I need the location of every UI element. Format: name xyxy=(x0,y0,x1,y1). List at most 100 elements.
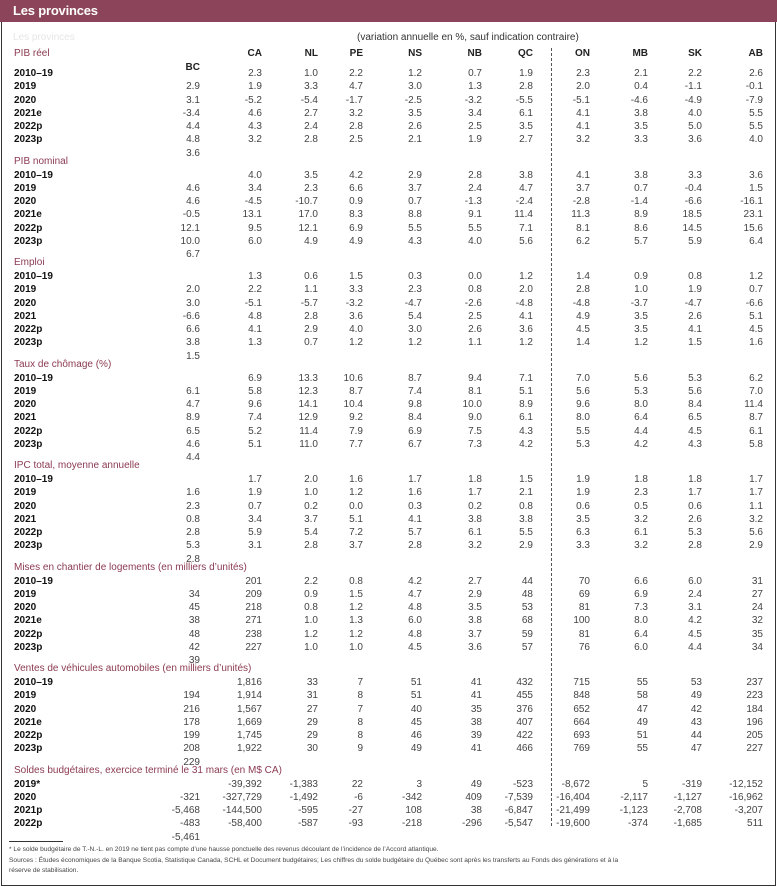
cell-ab: 5.8 xyxy=(749,438,763,450)
cell-qc: 455 xyxy=(516,690,533,702)
cell-on: 69 xyxy=(578,588,590,600)
cell-bc: 194 xyxy=(183,690,200,702)
cell-nl: 29 xyxy=(306,730,318,741)
cell-sk: 3.1 xyxy=(688,602,702,613)
cell-nb: 2.5 xyxy=(468,310,482,322)
cell-sk: 4.5 xyxy=(688,628,702,640)
cell-ab: -16,962 xyxy=(729,791,763,803)
cell-ab: 223 xyxy=(746,690,763,702)
cell-nl: 2.3 xyxy=(304,182,318,194)
cell-bc: -6.6 xyxy=(182,310,200,322)
section-header: Emploi xyxy=(14,248,763,270)
cell-nl: 11.0 xyxy=(299,438,318,450)
cell-ns: 6.0 xyxy=(408,615,422,627)
cell-mb: 5 xyxy=(642,778,648,790)
cell-qc: 5.1 xyxy=(519,385,533,397)
cell-sk: -0.4 xyxy=(684,182,702,194)
row-label: 2022p xyxy=(14,527,43,538)
cell-pe: 7.9 xyxy=(349,425,363,437)
column-header-ab: AB xyxy=(748,48,763,59)
cell-qc: 68 xyxy=(521,615,533,627)
cell-sk: 0.8 xyxy=(688,271,702,282)
sources-note: Sources : Études économiques de la Banqu… xyxy=(9,857,619,864)
cell-on: 4.5 xyxy=(576,324,590,335)
cell-mb: 8.6 xyxy=(634,222,648,234)
cell-bc: 45 xyxy=(188,602,200,613)
cell-nb: 1.3 xyxy=(468,81,482,93)
cell-nl: 3.7 xyxy=(304,513,318,525)
cell-nl: -5.7 xyxy=(300,297,318,309)
cell-sk: 5.6 xyxy=(688,385,702,397)
cell-bc: 12.1 xyxy=(180,222,200,234)
cell-nb: 0.7 xyxy=(468,68,482,79)
cell-bc: 4.6 xyxy=(186,182,200,194)
cell-qc: -5,547 xyxy=(504,818,533,830)
row-label: 2020 xyxy=(14,196,37,207)
row-label: 2020 xyxy=(14,500,37,512)
section-header: Taux de chômage (%) xyxy=(14,350,763,372)
cell-qc: 44 xyxy=(521,575,533,587)
cell-bc: 38 xyxy=(188,615,200,627)
cell-mb: 51 xyxy=(636,730,648,741)
cell-qc: -2.4 xyxy=(515,196,533,207)
cell-mb: -374 xyxy=(627,818,648,830)
cell-on: 9.6 xyxy=(576,399,590,410)
cell-ab: 34 xyxy=(751,641,763,653)
cell-nl: 0.7 xyxy=(304,337,318,349)
cell-ca: 1,914 xyxy=(236,690,262,702)
cell-ns: 6.9 xyxy=(408,425,422,437)
cell-pe: 9 xyxy=(357,743,363,755)
cell-ca: 3.4 xyxy=(248,513,262,525)
cell-mb: 49 xyxy=(636,716,648,728)
cell-nl: 14.1 xyxy=(298,399,318,410)
cell-nl: 0.2 xyxy=(304,500,318,512)
cell-ca: 7.4 xyxy=(248,412,262,424)
row-label: 2022p xyxy=(14,222,43,234)
cell-ns: 4.3 xyxy=(408,235,422,247)
section-header: PIB nominal xyxy=(14,147,763,169)
cell-qc: 407 xyxy=(516,716,533,728)
row-label: 2020 xyxy=(14,791,37,803)
cell-ns: 108 xyxy=(405,805,422,816)
cell-on: 4.1 xyxy=(576,169,590,181)
cell-ab: 15.6 xyxy=(743,222,763,234)
cell-on: 2.0 xyxy=(576,81,590,93)
cell-nb: 0.0 xyxy=(468,271,482,282)
cell-sk: -319 xyxy=(681,778,702,790)
cell-qc: 4.1 xyxy=(519,310,533,322)
cell-qc: 8.9 xyxy=(519,399,533,410)
cell-ab: 2.6 xyxy=(749,68,763,79)
row-label: 2023p xyxy=(14,134,43,146)
cell-bc: 10.0 xyxy=(180,235,200,247)
cell-sk: -4.9 xyxy=(684,94,702,106)
cell-sk: 5.3 xyxy=(688,372,702,384)
cell-bc: 39 xyxy=(188,655,200,666)
cell-sk: 44 xyxy=(690,730,702,741)
cell-nb: 4.0 xyxy=(468,235,482,247)
cell-nb: 41 xyxy=(470,743,482,755)
row-label: 2010–19 xyxy=(14,372,53,384)
cell-qc: 376 xyxy=(516,703,533,715)
cell-sk: 4.0 xyxy=(688,107,702,119)
cell-mb: 4.4 xyxy=(634,425,648,437)
cell-ab: -3,207 xyxy=(734,805,763,816)
cell-sk: 1.9 xyxy=(688,284,702,296)
row-label: 2019 xyxy=(14,487,37,499)
cell-nl: 1.1 xyxy=(304,284,318,296)
cell-pe: 6.9 xyxy=(349,222,363,234)
cell-ns: 2.8 xyxy=(408,540,422,552)
cell-nl: 31 xyxy=(306,690,318,702)
cell-qc: 7.1 xyxy=(519,372,533,384)
cell-ca: 0.7 xyxy=(248,500,262,512)
cell-nl: 2.0 xyxy=(304,474,318,485)
cell-ns: 2.3 xyxy=(408,284,422,296)
cell-mb: 6.9 xyxy=(634,588,648,600)
cell-mb: 0.7 xyxy=(634,182,648,194)
cell-nl: 27 xyxy=(306,703,318,715)
cell-on: 1.4 xyxy=(576,337,590,349)
cell-mb: 8.9 xyxy=(634,209,648,221)
